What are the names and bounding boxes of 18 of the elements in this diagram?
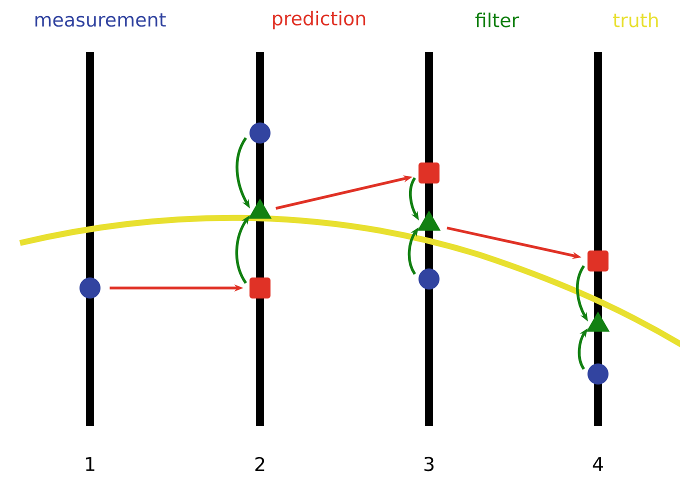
step-number: 1 bbox=[86, 457, 94, 471]
filter-triangle bbox=[586, 312, 610, 332]
filter-triangle bbox=[417, 210, 441, 231]
legend-text: measurement bbox=[35, 13, 166, 27]
measurement-dot bbox=[418, 268, 440, 290]
legend-text: filter bbox=[475, 12, 520, 28]
prediction-square bbox=[250, 278, 270, 298]
legend-text: prediction bbox=[273, 10, 366, 30]
prediction-square bbox=[418, 162, 440, 184]
prediction-square bbox=[588, 250, 608, 272]
step-number: 3 bbox=[424, 456, 434, 472]
measurement-dot bbox=[250, 122, 270, 144]
step-number: 2 bbox=[255, 456, 264, 472]
measurement-dot bbox=[80, 278, 100, 298]
step-number: 4 bbox=[592, 457, 603, 471]
legend-text: truth bbox=[613, 12, 658, 28]
measurement-dot bbox=[588, 364, 608, 384]
filter-triangle bbox=[248, 198, 272, 219]
